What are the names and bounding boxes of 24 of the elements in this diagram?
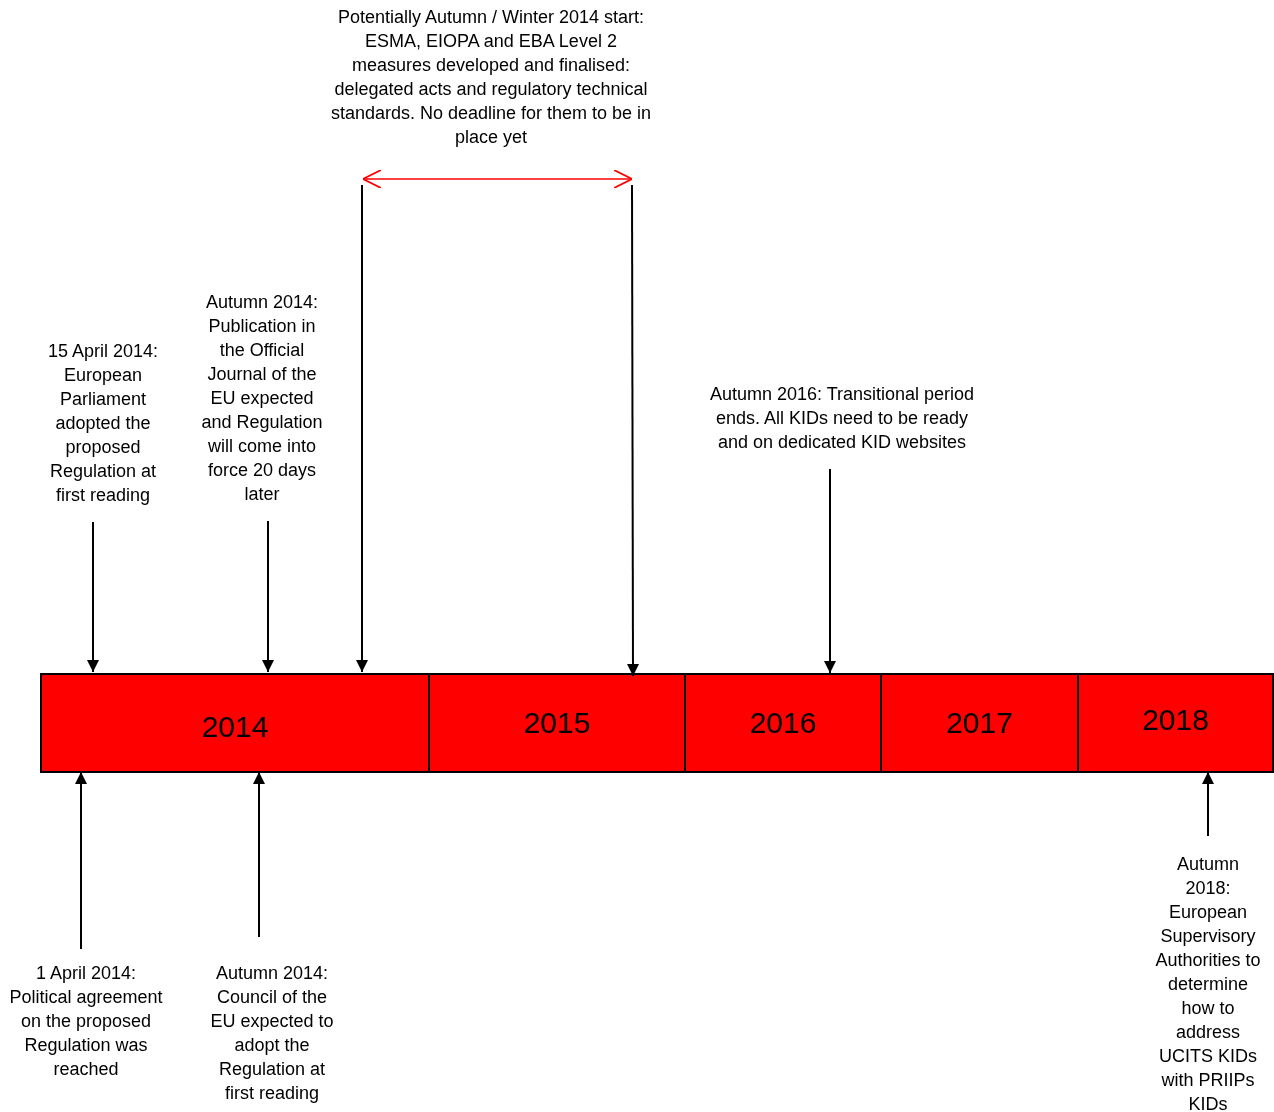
milestone-text: Autumn 2018: European Supervisory Authorities to determine how to address UCITS KIDs with PRIIPs KIDs [1152,852,1264,1112]
year-bar [428,673,686,773]
year-label: 2016 [749,706,817,740]
arrow [356,184,368,673]
arrow [75,771,87,950]
arrow [262,520,274,673]
year-label: 2014 [201,710,269,744]
milestone-text: Autumn 2014: Publication in the Official Journal of the EU expected and Regulation will come into force 20 days later [194,290,330,506]
arrow [1202,771,1214,837]
arrow [824,468,836,674]
arrow [87,521,99,673]
year-label: 2018 [1142,703,1209,737]
arrow [253,771,265,938]
year-label: 2017 [946,706,1013,740]
year-bar [40,673,430,773]
year-bar [1077,673,1274,773]
year-label: 2015 [523,706,591,740]
milestone-text: 1 April 2014: Political agreement on the proposed Regulation was reached [6,961,166,1081]
year-bar [684,673,882,773]
year-bar [880,673,1079,773]
milestone-text: Potentially Autumn / Winter 2014 start: ESMA, EIOPA and EBA Level 2 measures developed and finalised: delegated acts and regulatory technical standards. No deadline for them to be in place yet [326,5,656,149]
milestone-text: Autumn 2014: Council of the EU expected to adopt the Regulation at first reading [202,961,342,1105]
milestone-text: Autumn 2016: Transitional period ends. All KIDs need to be ready and on dedicated KID websites [702,382,982,454]
milestone-text: 15 April 2014: European Parliament adopted the proposed Regulation at first reading [40,339,166,507]
